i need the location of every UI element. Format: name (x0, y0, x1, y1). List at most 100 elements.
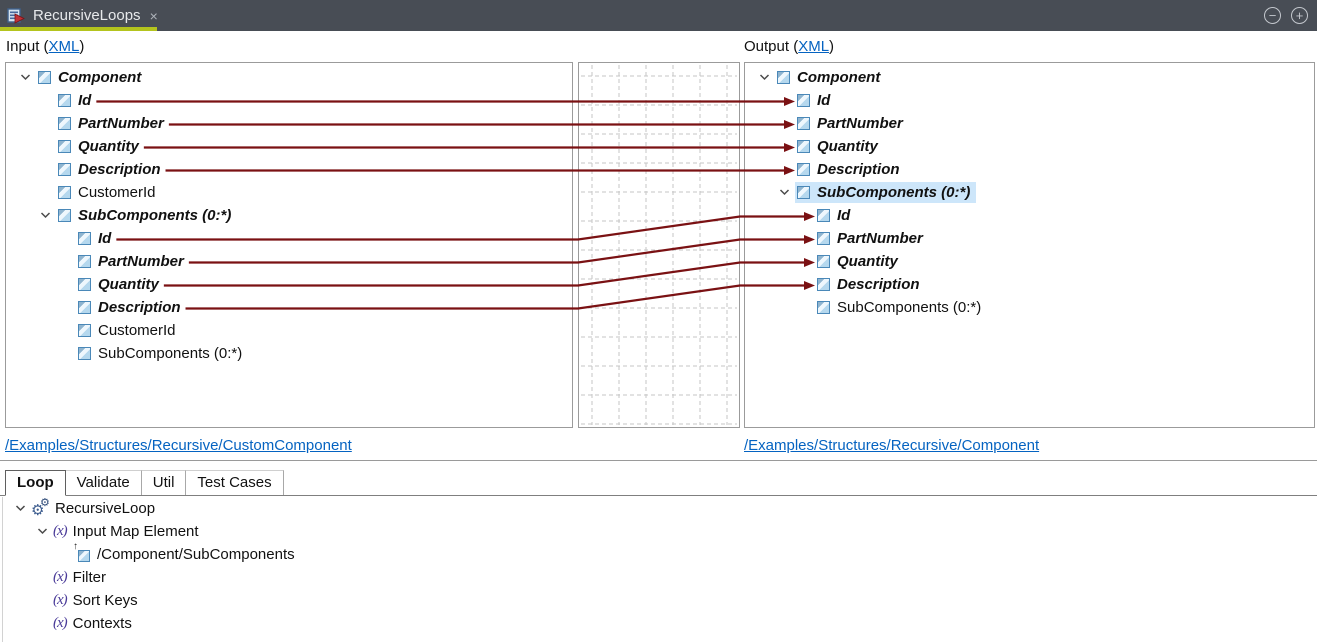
window-buttons: − + (1264, 7, 1317, 24)
output-tree-row[interactable]: SubComponents (0:*) (745, 181, 1314, 204)
xml-element-icon (58, 140, 71, 153)
chevron-down-icon[interactable] (34, 212, 56, 219)
input-tree-row[interactable]: Description (6, 296, 572, 319)
chevron-down-icon[interactable] (14, 74, 36, 81)
tree-item-label: Description (837, 276, 920, 293)
input-tree-row[interactable]: SubComponents (0:*) (6, 342, 572, 365)
mapped-element-icon: ↑ (73, 541, 90, 562)
tree-item-label: Quantity (98, 276, 159, 293)
input-tree-row[interactable]: CustomerId (6, 319, 572, 342)
xml-element-icon (58, 117, 71, 130)
input-tree-row[interactable]: PartNumber (6, 112, 572, 135)
tree-item-label: PartNumber (817, 115, 903, 132)
output-tree-row[interactable]: Description (745, 158, 1314, 181)
tree-item-label: Id (98, 230, 112, 247)
loop-tree-row[interactable]: ↑ /Component/SubComponents (3, 541, 1317, 566)
tree-item-label: PartNumber (98, 253, 184, 270)
input-tree-row[interactable]: Description (6, 158, 572, 181)
tree-item-label: Component (58, 69, 142, 86)
output-tree-row[interactable]: Quantity (745, 250, 1314, 273)
input-tree-row[interactable]: Quantity (6, 135, 572, 158)
input-tree-row[interactable]: Id (6, 227, 572, 250)
input-tree-row[interactable]: Component (6, 66, 572, 89)
output-header: Output (XML) (744, 38, 834, 55)
loop-tree-label: RecursiveLoop (55, 500, 156, 517)
loop-tree-label: /Component/SubComponents (97, 546, 295, 563)
input-schema-path-link[interactable]: /Examples/Structures/Recursive/CustomCom… (5, 437, 352, 454)
chevron-down-icon[interactable] (9, 505, 31, 512)
xml-element-icon (58, 209, 71, 222)
output-tree-row[interactable]: Id (745, 204, 1314, 227)
xml-element-icon (817, 301, 830, 314)
output-xml-link[interactable]: XML (798, 38, 830, 55)
output-tree-row[interactable]: Quantity (745, 135, 1314, 158)
minimize-icon[interactable]: − (1264, 7, 1281, 24)
xml-element-icon (78, 255, 91, 268)
loop-properties-tree[interactable]: ⚙⚙RecursiveLoop(x)Input Map Element↑ /Com… (2, 497, 1317, 642)
output-tree-row[interactable]: SubComponents (0:*) (745, 296, 1314, 319)
loop-tree-row[interactable]: ⚙⚙RecursiveLoop (3, 497, 1317, 520)
tab-loop[interactable]: Loop (5, 470, 66, 496)
xml-element-icon (58, 163, 71, 176)
chevron-down-icon[interactable] (31, 528, 53, 535)
chevron-down-icon[interactable] (753, 74, 775, 81)
xml-element-icon (777, 71, 790, 84)
xml-element-icon (78, 324, 91, 337)
output-tree-row[interactable]: Component (745, 66, 1314, 89)
tree-item-label: SubComponents (0:*) (837, 299, 982, 316)
xml-element-icon (78, 301, 91, 314)
document-tab-bar: RecursiveLoops × − + (0, 0, 1317, 31)
chevron-down-icon[interactable] (773, 189, 795, 196)
output-tree-row[interactable]: Id (745, 89, 1314, 112)
loop-tree-label: Sort Keys (72, 592, 138, 609)
tab-test-cases[interactable]: Test Cases (186, 470, 284, 495)
maximize-icon[interactable]: + (1291, 7, 1308, 24)
input-header-prefix: Input ( (6, 38, 49, 55)
xml-element-icon (817, 209, 830, 222)
loop-tree-row[interactable]: (x)Input Map Element (3, 520, 1317, 543)
tab-util[interactable]: Util (141, 470, 187, 495)
output-header-prefix: Output ( (744, 38, 799, 55)
function-icon: (x) (53, 523, 68, 539)
tree-item-label: SubComponents (0:*) (78, 207, 232, 224)
xml-element-icon (58, 94, 71, 107)
active-tab-underline (0, 27, 157, 31)
tab-validate[interactable]: Validate (65, 470, 142, 495)
loop-tree-row[interactable]: (x) Sort Keys (3, 589, 1317, 612)
tree-item-label: Description (78, 161, 161, 178)
function-icon: (x) (53, 615, 68, 631)
output-tree-row[interactable]: PartNumber (745, 112, 1314, 135)
output-header-suffix: ) (829, 38, 835, 55)
input-xml-link[interactable]: XML (48, 38, 80, 55)
output-schema-path-link[interactable]: /Examples/Structures/Recursive/Component (744, 437, 1040, 454)
xml-element-icon (797, 140, 810, 153)
tab-recursiveloops[interactable]: RecursiveLoops × (0, 0, 172, 31)
input-tree-row[interactable]: PartNumber (6, 250, 572, 273)
tree-item-label: Id (78, 92, 92, 109)
tree-item-label: PartNumber (78, 115, 164, 132)
loop-tree-label: Filter (72, 569, 106, 586)
output-tree-row[interactable]: PartNumber (745, 227, 1314, 250)
output-tree-row[interactable]: Description (745, 273, 1314, 296)
close-icon[interactable]: × (149, 7, 158, 24)
input-tree-row[interactable]: CustomerId (6, 181, 572, 204)
tree-item-label: Description (98, 299, 181, 316)
input-tree-row[interactable]: SubComponents (0:*) (6, 204, 572, 227)
input-tree-row[interactable]: Quantity (6, 273, 572, 296)
tree-item-label: Quantity (78, 138, 139, 155)
input-tree-row[interactable]: Id (6, 89, 572, 112)
function-icon: (x) (53, 569, 68, 585)
tree-item-label: CustomerId (98, 322, 176, 339)
loop-tree-row[interactable]: (x) Filter (3, 566, 1317, 589)
map-document-icon (7, 7, 25, 24)
mapping-grid-panel (578, 62, 740, 428)
loop-tree-row[interactable]: (x)Contexts (3, 612, 1317, 635)
function-icon: (x) (53, 592, 68, 608)
tree-item-label: Id (817, 92, 831, 109)
